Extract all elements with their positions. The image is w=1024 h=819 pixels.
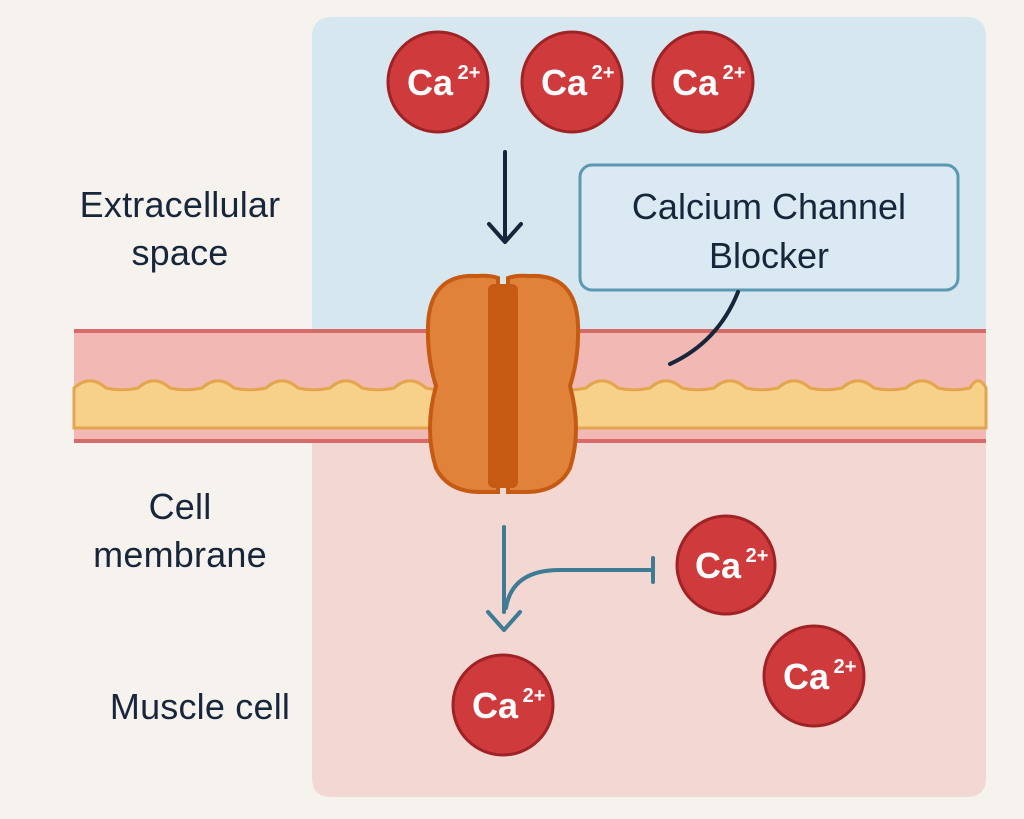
calcium-ion-circle: [762, 624, 866, 728]
muscle-cell-label: Muscle cell: [60, 683, 340, 731]
membrane-label-line2: membrane: [93, 534, 267, 575]
calcium-ion-circle: [651, 30, 755, 134]
intracellular-region: [312, 440, 986, 797]
calcium-ion-symbol: Ca: [783, 656, 830, 697]
blocker-callout: Calcium Channel Blocker: [578, 163, 960, 366]
blocked-pathway-arrow: [486, 525, 655, 632]
membrane-label-line1: Cell: [148, 486, 212, 527]
extracellular-label-line2: space: [131, 232, 229, 273]
channel-left-subunit: [425, 273, 500, 494]
calcium-ion-charge: 2+: [458, 62, 481, 84]
blocker-label-line2: Blocker: [709, 235, 829, 276]
channel-right-subunit: [506, 273, 581, 494]
channel-pore: [488, 284, 518, 488]
calcium-ion-symbol: Ca: [695, 545, 742, 586]
extracellular-label-line1: Extracellular: [79, 184, 281, 225]
calcium-ion-symbol: Ca: [407, 62, 454, 103]
calcium-ion-charge: 2+: [723, 62, 746, 84]
blocker-pointer-line: [668, 290, 740, 366]
calcium-ion-circle: [451, 653, 555, 757]
calcium-ion-charge: 2+: [834, 656, 857, 678]
blocker-box: [578, 163, 960, 292]
calcium-ion-charge: 2+: [523, 685, 546, 707]
calcium-ion-symbol: Ca: [472, 685, 519, 726]
calcium-ion-circle: [520, 30, 624, 134]
calcium-ion-charge: 2+: [592, 62, 615, 84]
blocker-label-line1: Calcium Channel: [632, 186, 906, 227]
influx-arrow: [487, 150, 523, 244]
extracellular-space-label: Extracellular space: [40, 181, 320, 277]
cell-membrane-label: Cell membrane: [60, 483, 300, 579]
calcium-ion-symbol: Ca: [541, 62, 588, 103]
calcium-ion-circle: [675, 514, 777, 616]
muscle-cell-label-text: Muscle cell: [109, 686, 291, 727]
calcium-ion-symbol: Ca: [672, 62, 719, 103]
calcium-ion-charge: 2+: [746, 545, 769, 567]
calcium-channel: [425, 273, 581, 494]
calcium-ion-circle: [386, 30, 490, 134]
